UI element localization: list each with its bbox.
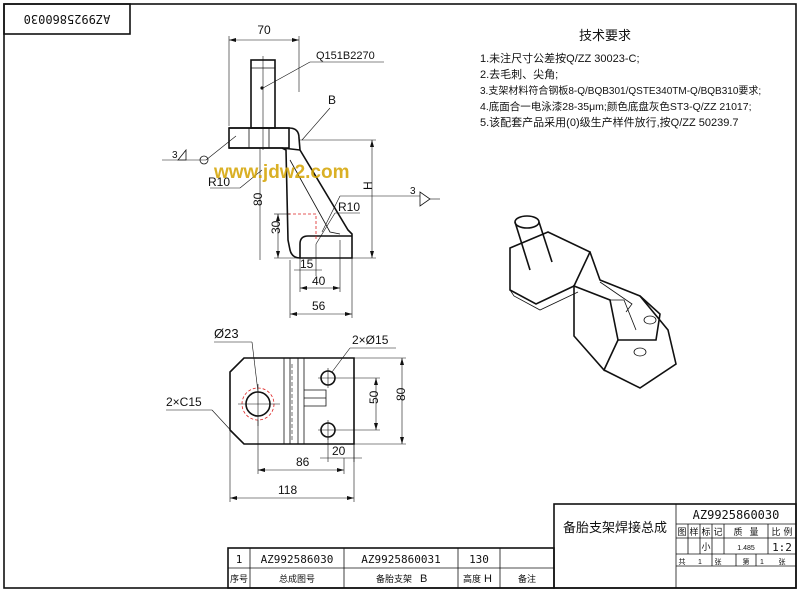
tech-req-line-3: 3.支架材料符合钢板8-Q/BQB301/QSTE340TM-Q/BQB310要…: [480, 84, 761, 97]
dim-56: 56: [312, 299, 326, 313]
variant-assembly-code: AZ992586030: [261, 553, 334, 566]
weld-symbol-left: 3: [162, 135, 237, 165]
tb-mass: 1.485: [737, 545, 755, 552]
dim-50: 50: [367, 390, 381, 404]
dim-30: 30: [269, 220, 283, 234]
tech-req-line-5: 5.该配套产品采用(0)级生产样件放行,按Q/ZZ 50239.7: [480, 115, 739, 129]
code-stamp: AZ9925860030: [3, 3, 131, 35]
tb-scale: 1:2: [772, 541, 792, 554]
label-B: B: [328, 93, 336, 107]
hdr-bracket-var: B: [420, 573, 427, 585]
tb-hdr-1: 样: [689, 526, 698, 537]
plate-outline: [229, 357, 355, 445]
dim-dia15: 2×Ø15: [352, 333, 389, 347]
dim-86: 86: [296, 455, 310, 469]
tb-sheet-4: 1: [760, 559, 764, 566]
tb-hdr-4: 质: [733, 526, 742, 537]
tb-hdr-7: 例: [783, 526, 792, 537]
variant-height: 130: [469, 553, 489, 566]
chamfer-label: 2×C15: [166, 395, 202, 409]
isometric-view: [509, 215, 677, 389]
drawing-name: 备胎支架焊接总成: [563, 520, 667, 535]
tb-sheet-0: 共: [679, 557, 686, 566]
plan-view: Ø23 2×Ø15 2×C15 50 80 20: [166, 326, 408, 502]
tb-hdr-5: 量: [749, 527, 758, 537]
hdr-height: 高度: [463, 573, 481, 584]
r10-left: R10: [208, 175, 230, 189]
dim-118: 118: [278, 483, 297, 497]
bolt-part-label: Q151B2270: [316, 50, 375, 62]
watermark: www.jdw2.com: [213, 162, 350, 183]
tech-req-line-2: 2.去毛刺、尖角;: [480, 68, 558, 81]
r10-right: R10: [338, 200, 360, 214]
weld-right-size: 3: [410, 186, 416, 197]
weld-symbol-right: 3: [321, 186, 440, 233]
dim-20: 20: [332, 444, 346, 458]
tb-sheet-1: 1: [698, 559, 702, 566]
tb-sheet-3: 第: [743, 557, 750, 566]
tb-hdr-3: 记: [713, 527, 722, 537]
dim-15: 15: [300, 257, 314, 271]
hdr-height-var: H: [484, 573, 492, 585]
tech-req-line-4: 4.底面合一电泳漆28-35μm;颜色底盘灰色ST3-Q/ZZ 21017;: [480, 100, 752, 113]
tb-sheet-5: 张: [779, 557, 786, 566]
hdr-note: 备注: [518, 573, 536, 584]
hdr-seq: 序号: [230, 573, 248, 584]
hdr-bracket: 备胎支架: [376, 573, 412, 584]
bracket-profile: [229, 127, 353, 259]
dim-dia23: Ø23: [214, 326, 239, 341]
title-block: 备胎支架焊接总成 AZ9925860030 图 样 标 记 质 量 比 例 小 …: [553, 503, 797, 589]
tech-req-line-1: 1.未注尺寸公差按Q/ZZ 30023-C;: [480, 51, 640, 65]
front-view: 70 Q151B2270 B H R10 R1: [162, 23, 440, 318]
tb-mark: 小: [701, 542, 710, 552]
dim-70: 70: [257, 23, 271, 37]
variant-seq: 1: [236, 553, 243, 566]
tb-sheet-2: 张: [715, 557, 722, 566]
code-stamp-text: AZ9925860030: [24, 12, 111, 26]
tb-hdr-6: 比: [771, 526, 780, 537]
technical-requirements: 技术要求 1.未注尺寸公差按Q/ZZ 30023-C; 2.去毛刺、尖角; 3.…: [480, 28, 761, 129]
hdr-assembly: 总成图号: [279, 573, 315, 584]
dim-80: 80: [251, 192, 265, 206]
label-H: H: [361, 181, 375, 190]
tech-req-title: 技术要求: [579, 28, 631, 43]
weld-left-size: 3: [172, 150, 178, 161]
variant-bracket-code: AZ9925860031: [361, 553, 440, 566]
drawing-code: AZ9925860030: [693, 508, 780, 522]
tb-hdr-0: 图: [677, 527, 686, 537]
dim-40: 40: [312, 274, 326, 288]
tb-hdr-2: 标: [701, 526, 710, 537]
variant-table: 1 AZ992586030 AZ9925860031 130 序号 总成图号 备…: [227, 547, 555, 589]
dim-80-plan: 80: [394, 387, 408, 401]
